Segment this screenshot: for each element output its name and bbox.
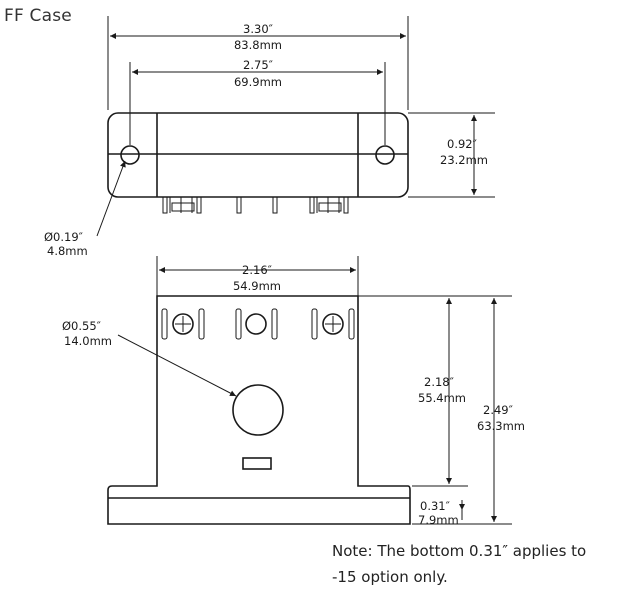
front-width-mm: 54.9mm xyxy=(233,279,281,293)
overall-width-inch: 3.30″ xyxy=(243,22,274,36)
height-mm: 23.2mm xyxy=(440,153,488,167)
mounting-hole-right xyxy=(375,145,395,165)
screw-terminal-left xyxy=(161,308,205,340)
total-height-inch: 2.49″ xyxy=(483,403,514,417)
overall-width-mm: 83.8mm xyxy=(234,38,282,52)
aperture-diameter-mm: 14.0mm xyxy=(64,334,112,348)
front-width-inch: 2.16″ xyxy=(242,263,273,277)
drawing-title: FF Case xyxy=(4,6,72,26)
aperture-hole xyxy=(232,384,284,436)
height-inch: 0.92″ xyxy=(447,137,478,151)
hole-spacing-mm: 69.9mm xyxy=(234,75,282,89)
aperture-diameter-inch: Ø0.55″ xyxy=(62,319,102,333)
footnote: Note: The bottom 0.31″ applies to -15 op… xyxy=(332,538,620,590)
label-slot xyxy=(242,457,272,470)
hole-diameter-inch: Ø0.19″ xyxy=(44,230,84,244)
hole-diameter-mm: 4.8mm xyxy=(47,244,88,258)
base-thickness-inch: 0.31″ xyxy=(420,499,451,513)
mounting-hole-left xyxy=(120,145,140,165)
leader-hole-diameter xyxy=(96,160,126,237)
screw-terminal-center xyxy=(235,308,278,340)
leader-aperture-diameter xyxy=(117,334,237,397)
top-view-outline xyxy=(107,112,409,198)
front-view-outline xyxy=(107,295,411,525)
hole-spacing-inch: 2.75″ xyxy=(243,58,274,72)
footnote-line-1: Note: The bottom 0.31″ applies to xyxy=(332,542,587,560)
total-height-mm: 63.3mm xyxy=(477,419,525,433)
body-height-inch: 2.18″ xyxy=(424,375,455,389)
front-view: 2.16″ 54.9mm 2.18″ 55.4mm 2.49″ 63.3mm 0… xyxy=(62,256,525,527)
footnote-line-2: -15 option only. xyxy=(332,568,448,586)
base-thickness-mm: 7.9mm xyxy=(418,513,459,527)
screw-terminal-right xyxy=(311,308,355,340)
top-view: 3.30″ 83.8mm 2.75″ 69.9mm 0.92″ 23.2mm Ø… xyxy=(44,16,495,258)
body-height-mm: 55.4mm xyxy=(418,391,466,405)
terminals xyxy=(162,197,349,214)
